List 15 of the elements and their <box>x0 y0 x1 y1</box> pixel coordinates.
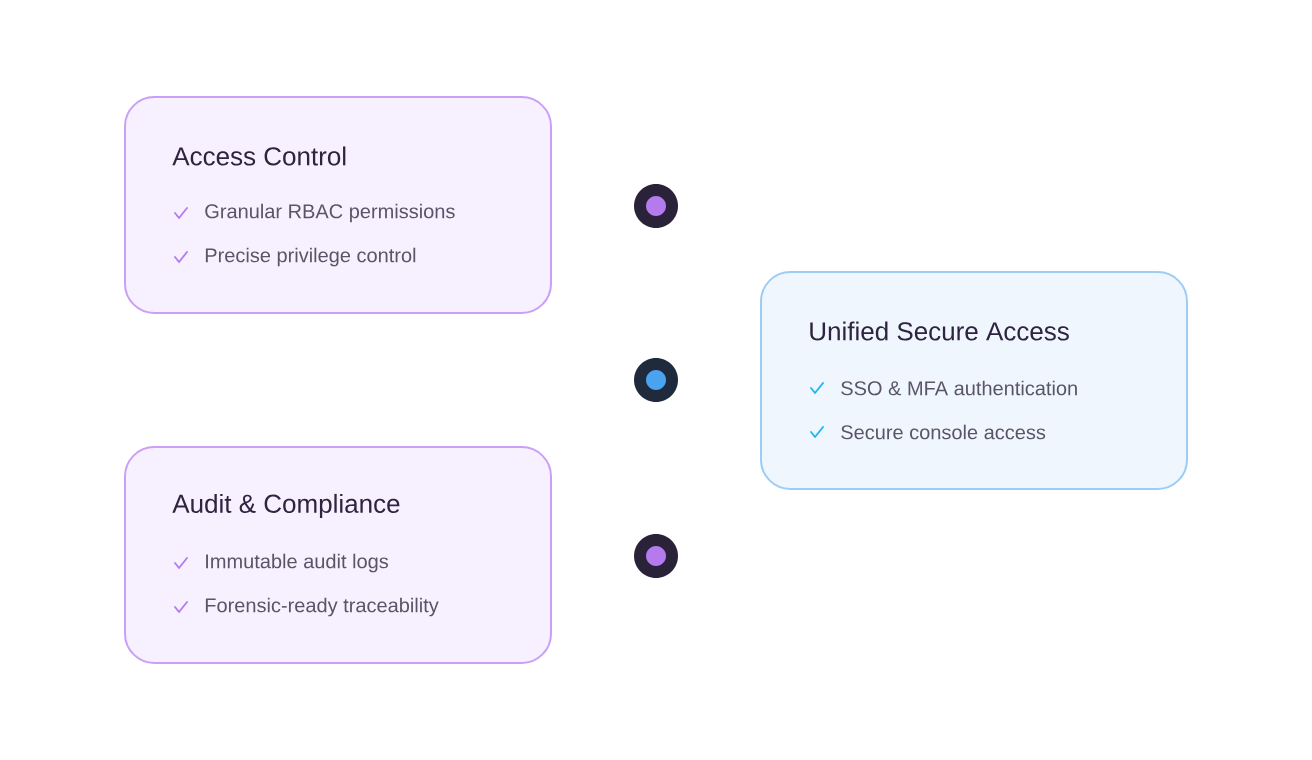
feature-item: Immutable audit logs <box>206 553 389 573</box>
card-title: Audit & Compliance <box>172 493 400 519</box>
feature-item: Forensic-ready traceability <box>205 597 439 617</box>
feature-item: Granular RBAC permissions <box>205 203 455 223</box>
feature-card <box>124 96 552 314</box>
timeline-dot <box>634 184 678 228</box>
card-title: Access Control <box>172 146 346 166</box>
feature-item: Secure console access <box>841 424 1046 440</box>
feature-item: SSO & MFA authentication <box>841 380 1077 396</box>
timeline-dot <box>634 534 678 578</box>
feature-card <box>124 446 552 664</box>
feature-item: Precise privilege control <box>205 247 416 267</box>
card-title: Unified Secure Access <box>810 321 1069 341</box>
feature-card <box>760 271 1188 490</box>
timeline-dot <box>634 358 678 402</box>
